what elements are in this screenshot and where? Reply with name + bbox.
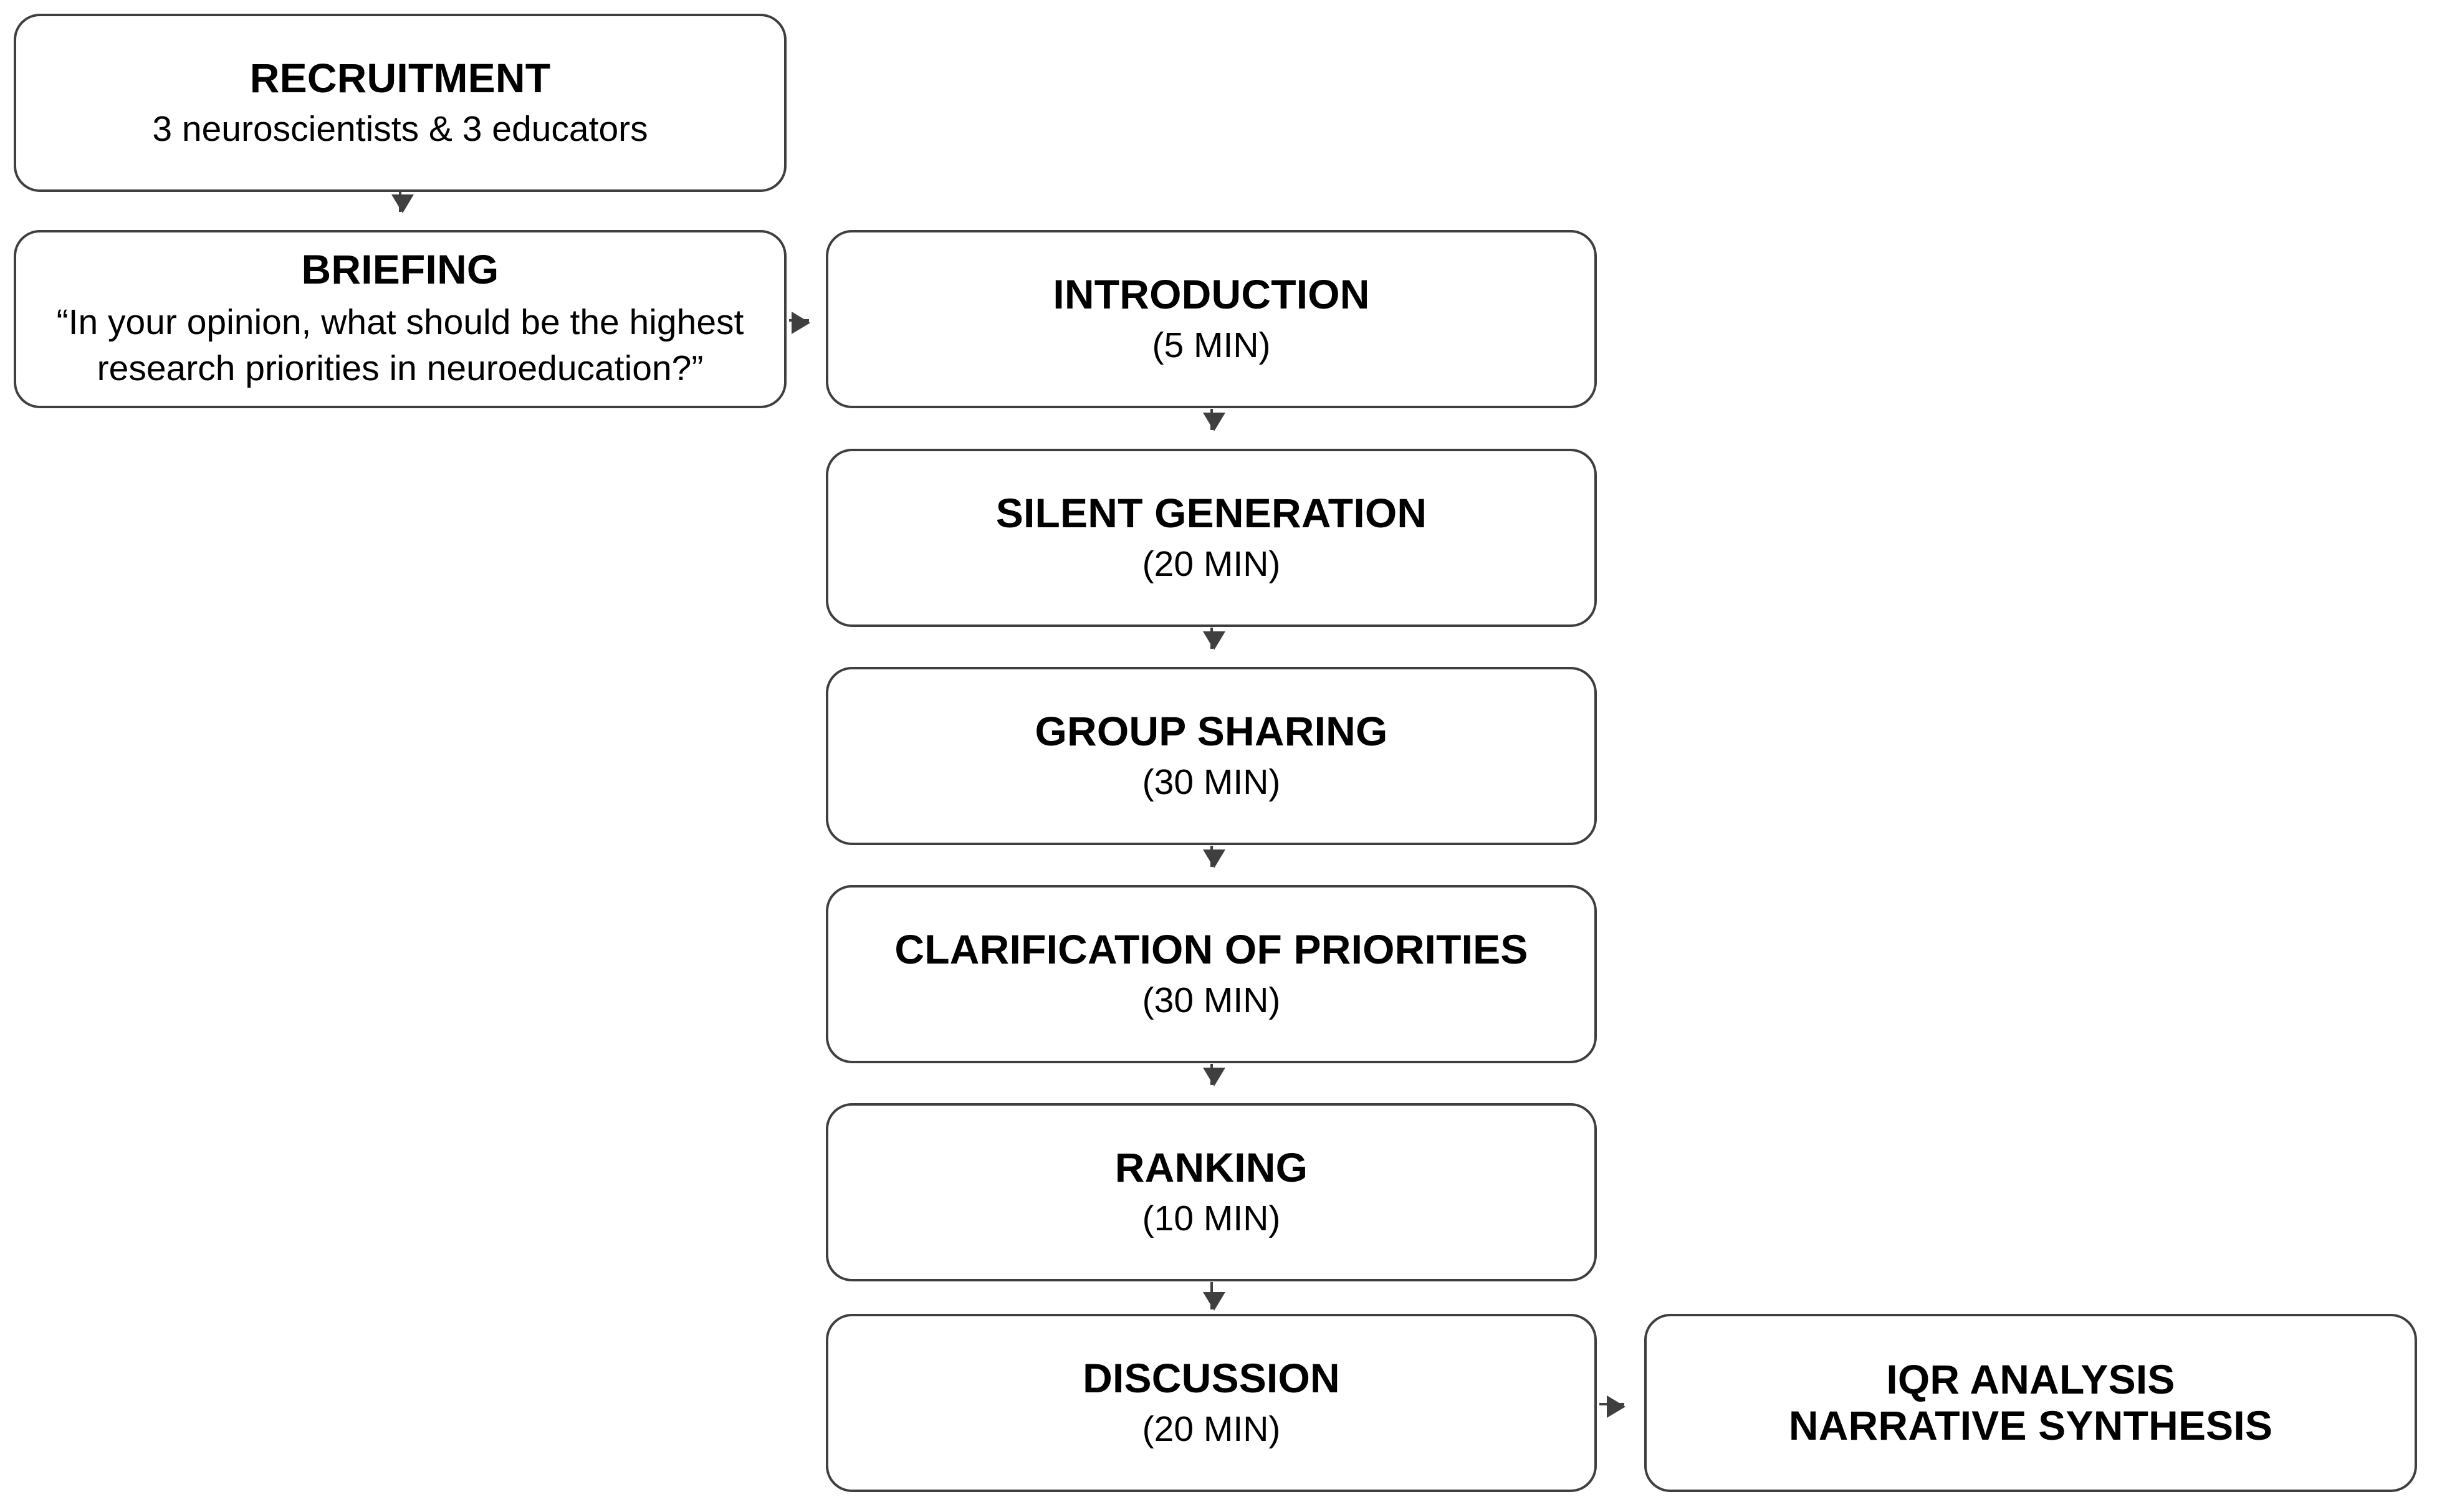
node-introduction-subtitle: (5 MIN): [1152, 325, 1271, 365]
node-discussion-title: DISCUSSION: [1083, 1354, 1340, 1401]
node-briefing[interactable]: BRIEFING “In your opinion, what should b…: [14, 230, 787, 408]
node-briefing-title: BRIEFING: [301, 246, 499, 292]
node-silent-generation-subtitle: (20 MIN): [1142, 543, 1281, 584]
node-group-sharing[interactable]: GROUP SHARING (30 MIN): [826, 667, 1597, 845]
node-clarification-of-priorities[interactable]: CLARIFICATION OF PRIORITIES (30 MIN): [826, 885, 1597, 1063]
node-group-sharing-subtitle: (30 MIN): [1142, 762, 1281, 802]
edge-briefing-to-introduction: [789, 312, 810, 334]
node-ranking-subtitle: (10 MIN): [1142, 1198, 1281, 1238]
edge-group-sharing-to-clarification: [1203, 846, 1225, 868]
edge-ranking-to-discussion: [1203, 1282, 1225, 1311]
node-discussion-subtitle: (20 MIN): [1142, 1409, 1281, 1449]
node-ranking[interactable]: RANKING (10 MIN): [826, 1103, 1597, 1281]
edge-discussion-to-iqr-analysis: [1599, 1395, 1625, 1418]
edge-introduction-to-silent-generation: [1203, 409, 1225, 431]
node-iqr-analysis[interactable]: IQR ANALYSIS NARRATIVE SYNTHESIS: [1644, 1314, 2417, 1492]
node-discussion[interactable]: DISCUSSION (20 MIN): [826, 1314, 1597, 1492]
edge-recruitment-to-briefing: [391, 192, 414, 213]
node-iqr-analysis-title-line-1: IQR ANALYSIS: [1886, 1356, 2175, 1403]
node-clarification-of-priorities-subtitle: (30 MIN): [1142, 980, 1281, 1020]
node-iqr-analysis-title-line-2: NARRATIVE SYNTHESIS: [1788, 1402, 2273, 1448]
edge-clarification-to-ranking: [1203, 1064, 1225, 1086]
node-introduction[interactable]: INTRODUCTION (5 MIN): [826, 230, 1597, 408]
node-briefing-subtitle: “In your opinion, what should be the hig…: [56, 302, 744, 388]
node-ranking-title: RANKING: [1114, 1144, 1308, 1190]
node-clarification-of-priorities-title: CLARIFICATION OF PRIORITIES: [894, 926, 1528, 972]
node-silent-generation[interactable]: SILENT GENERATION (20 MIN): [826, 449, 1597, 627]
node-group-sharing-title: GROUP SHARING: [1035, 707, 1388, 754]
node-recruitment-subtitle: 3 neuroscientists & 3 educators: [152, 108, 648, 149]
node-recruitment[interactable]: RECRUITMENT 3 neuroscientists & 3 educat…: [14, 14, 787, 192]
node-introduction-title: INTRODUCTION: [1053, 270, 1370, 317]
node-recruitment-title: RECRUITMENT: [249, 54, 551, 101]
edge-silent-generation-to-group-sharing: [1203, 628, 1225, 650]
node-silent-generation-title: SILENT GENERATION: [995, 489, 1427, 536]
